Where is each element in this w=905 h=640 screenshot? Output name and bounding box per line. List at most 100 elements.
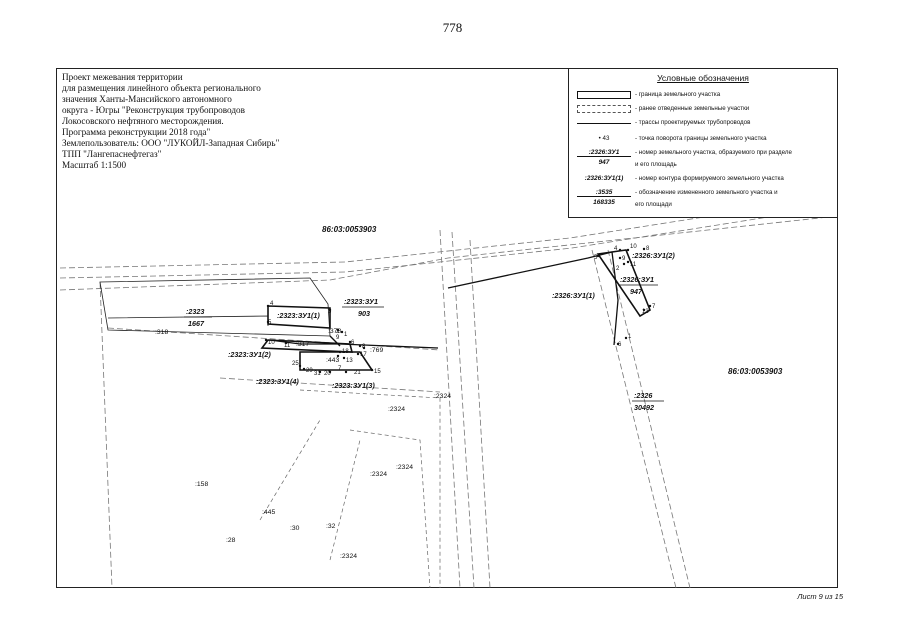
parcel-443-label: :443 [326, 357, 339, 364]
strip-allotment-2 [219, 377, 441, 393]
parcel-2323-zu1-1 [267, 305, 331, 329]
point-r8: 8 [646, 246, 650, 252]
title-line-8: ТПП "Лангепаснефтегаз" [62, 149, 162, 159]
point-17: 17 [360, 352, 367, 358]
point-15: 15 [374, 369, 381, 375]
legend-symbol-boundary [577, 91, 631, 99]
pipeline-1 [269, 339, 439, 349]
point-r10: 10 [630, 244, 637, 250]
parcel-2323-zu1-area: 903 [358, 309, 370, 318]
parcel-2324 [259, 389, 441, 589]
quarter-label-1: 86:03:0053903 [322, 225, 377, 234]
map-frame [56, 68, 838, 588]
parcel-2323-number: :2323 [186, 307, 204, 316]
point-5: 5 [268, 320, 272, 326]
parcel-769-label: :769 [370, 347, 383, 354]
parcel-445-edge [259, 419, 321, 521]
point-11: 11 [284, 343, 291, 349]
point-25: 25 [292, 361, 299, 367]
point-10: 10 [268, 340, 275, 346]
point-r1: 1 [628, 334, 632, 340]
point-18: 18 [342, 349, 349, 355]
point-r7: 7 [652, 304, 656, 310]
legend-symbol-changed-parcel: :3535 168335 [577, 189, 631, 206]
parcel-2323-outline [99, 277, 331, 337]
title-line-5: Локосовского нефтяного месторождения. [62, 116, 224, 126]
point-1: 1 [344, 332, 348, 338]
legend-title: Условные обозначения [657, 73, 749, 83]
road-edge-3 [59, 215, 839, 291]
title-line-6: Программа реконструкции 2018 года" [62, 127, 211, 137]
vertical-allotment-2 [451, 231, 475, 589]
turning-points-right: 5 4 10 8 2 11 9 7 13 1 6 [594, 244, 656, 348]
point-r4: 4 [614, 246, 618, 252]
parcel-2324-label-b: :2324 [388, 406, 405, 413]
point-9: 9 [336, 335, 340, 341]
formed-parcels [260, 249, 651, 371]
title-line-1: Проект межевания территории [62, 72, 183, 82]
pipeline-2 [447, 251, 613, 289]
page-number: 778 [442, 20, 463, 35]
point-20: 20 [324, 371, 331, 377]
vertical-allotment-4 [591, 249, 677, 589]
parcel-2324-label-d: :2324 [370, 471, 387, 478]
parcel-2323-zu1-number: :2323:ЗУ1 [344, 297, 378, 306]
parcel-2326-zu1-1-label: :2326:ЗУ1(1) [552, 291, 595, 300]
title-block: Проект межевания территории для размещен… [62, 72, 362, 171]
point-13: 13 [346, 358, 353, 364]
point-r2: 2 [616, 266, 620, 272]
road-edge-2 [59, 205, 839, 279]
title-line-4: округа - Югры "Реконструкция трубопровод… [62, 105, 245, 115]
point-6: 6 [351, 340, 355, 346]
title-line-7: Землепользователь: ООО "ЛУКОЙЛ-Западная … [62, 138, 280, 148]
parcel-317-label: :317 [296, 341, 309, 348]
point-2: 2 [336, 329, 340, 335]
parcel-158-label: :158 [195, 481, 208, 488]
parcel-2323-zu1-4-label: :2323:ЗУ1(4) [256, 377, 299, 386]
parcel-2323-zu1-1-label: :2323:ЗУ1(1) [277, 311, 320, 320]
parcel-318-label: :318 [155, 329, 168, 336]
pipeline-3 [611, 251, 619, 346]
point-29: 29 [306, 368, 313, 374]
turning-points-left: 4 3 5 1 2 6 10 11 18 17 25 29 31 20 21 1… [264, 301, 381, 377]
parcel-2324-label-e: :2324 [340, 553, 357, 560]
title-line-9: Масштаб 1:1500 [62, 160, 127, 170]
parcel-32-label: :32 [326, 523, 336, 530]
left-allotment [99, 281, 113, 589]
parcel-30-label: :30 [290, 525, 300, 532]
parcel-2326-zu1-2-label: :2326:ЗУ1(2) [632, 251, 675, 260]
parcel-28-label: :28 [226, 537, 236, 544]
parcel-2326-zu1-area: 947 [630, 287, 643, 296]
point-21: 21 [354, 370, 361, 376]
point-4: 4 [270, 301, 274, 307]
parcel-2326-zu1 [596, 249, 651, 318]
parcel-2324-edge-3 [329, 439, 361, 561]
parcel-2324-label-a: :2324 [434, 393, 451, 400]
legend-symbol-turning-point: • 43 [598, 135, 610, 142]
parcel-2324-edge-2 [349, 429, 431, 589]
parcel-2326-zu1-number: :2326:ЗУ1 [620, 275, 654, 284]
point-7: 7 [338, 366, 342, 372]
parcel-2326-number: :2326 [634, 391, 653, 400]
parcel-2326-area: 30492 [634, 403, 654, 412]
point-r13: 13 [642, 309, 649, 315]
parcel-378-label: :378 [328, 328, 341, 335]
parcel-2323-area: 1667 [188, 319, 205, 328]
vertical-allotment-3 [469, 239, 491, 589]
point-r9: 9 [622, 256, 626, 262]
point-r11: 11 [630, 262, 637, 268]
existing-allotments [59, 195, 839, 589]
parcel-2323-zu1-2-label: :2323:ЗУ1(2) [228, 350, 271, 359]
pipeline-4 [329, 335, 341, 347]
legend-symbol-pipeline [577, 123, 631, 124]
point-3: 3 [328, 309, 332, 315]
point-31: 31 [314, 371, 321, 377]
point-r6: 6 [618, 342, 622, 348]
road-edge-1 [59, 195, 839, 269]
parcel-2323-zu1-3-label: :2323:ЗУ1(3) [332, 381, 375, 390]
quarter-label-2: 86:03:0053903 [728, 367, 783, 376]
title-line-3: значения Ханты-Мансийского автономного [62, 94, 232, 104]
title-line-2: для размещения линейного объекта региона… [62, 83, 261, 93]
point-r5: 5 [594, 255, 598, 261]
sheet-label: Лист 9 из 15 [797, 592, 843, 601]
